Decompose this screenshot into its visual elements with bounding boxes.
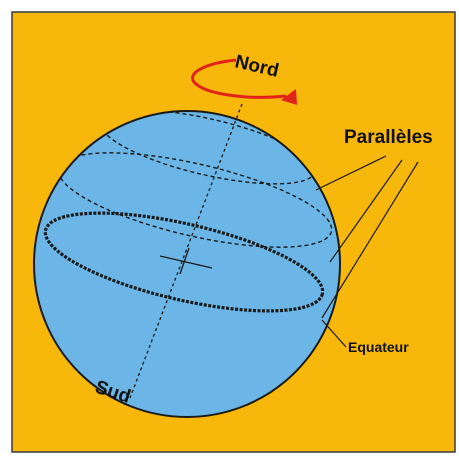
polar-axis <box>129 103 243 399</box>
equator-line <box>43 211 325 313</box>
label-paralleles: Parallèles <box>344 127 433 148</box>
paralleles-leaders <box>315 155 419 319</box>
label-equateur: Equateur <box>348 339 409 355</box>
center-cross-h <box>159 255 213 269</box>
circular-arrow-icon <box>191 58 297 105</box>
center-cross-v <box>179 247 190 275</box>
globe <box>33 110 341 418</box>
equateur-leader <box>321 319 347 348</box>
